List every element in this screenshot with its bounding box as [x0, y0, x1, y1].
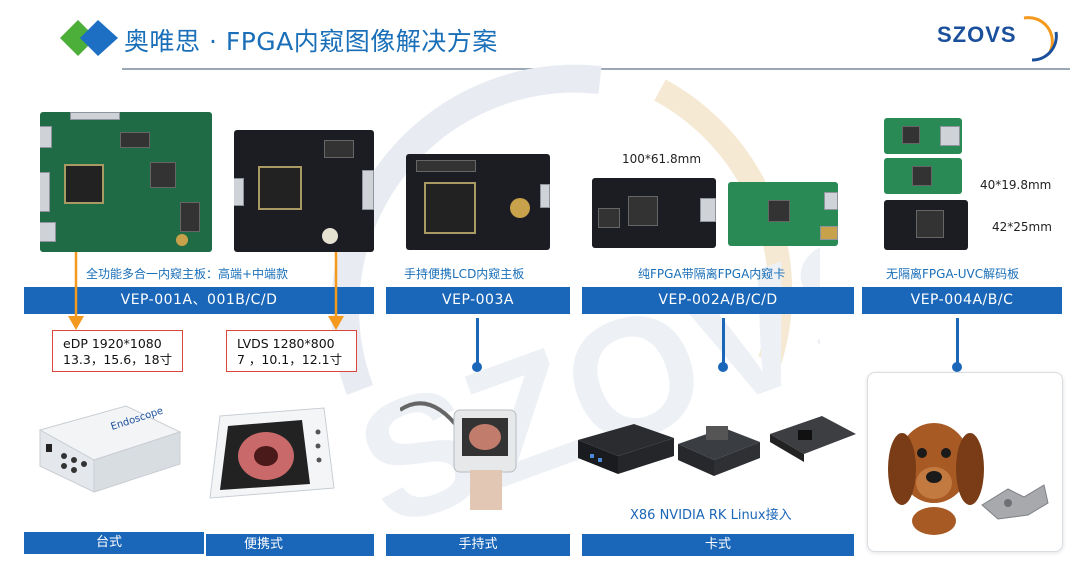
caption-vep004: 无隔离FPGA-UVC解码板 — [886, 267, 1020, 281]
connector-line — [722, 318, 725, 366]
caption-vep001: 全功能多合一内窥主板：高端+中端款 — [86, 267, 289, 281]
sample-image-frame — [867, 372, 1063, 552]
desktop-endoscope-image: Endoscope — [38, 405, 182, 493]
model-bar-vep001: VEP-001A、001B/C/D — [24, 287, 374, 314]
spec-lvds-sizes: 7 ，10.1，12.1寸 — [237, 352, 343, 367]
arrow-down-icon — [68, 252, 84, 330]
spec-box-edp: eDP 1920*1080 13.3，15.6，18寸 — [52, 330, 183, 372]
caption-vep003: 手持便携LCD内窥主板 — [404, 267, 525, 281]
page-title: 奥唯思 · FPGA内窥图像解决方案 — [124, 27, 498, 56]
spec-edp-sizes: 13.3，15.6，18寸 — [63, 352, 173, 367]
header-divider — [122, 68, 1070, 70]
connector-dot-icon — [952, 362, 962, 372]
board-vep001-compact — [234, 130, 374, 252]
model-bar-vep003: VEP-003A — [386, 287, 570, 314]
dimension-vep004-a: 40*19.8mm — [980, 178, 1052, 192]
platform-support-label: X86 NVIDIA RK Linux接入 — [630, 508, 792, 523]
logo-diamond-icon — [60, 20, 118, 56]
portable-endoscope-image — [209, 407, 335, 499]
sample-dog-image — [888, 423, 1049, 535]
caption-vep002: 纯FPGA带隔离FPGA内窥卡 — [638, 267, 786, 281]
model-bar-vep002: VEP-002A/B/C/D — [582, 287, 854, 314]
form-factor-handheld: 手持式 — [386, 534, 570, 556]
handheld-endoscope-image — [400, 401, 517, 510]
brand-name: SZOVS — [937, 22, 1017, 47]
spec-edp-resolution: eDP 1920*1080 — [63, 336, 162, 351]
dimension-vep002: 100*61.8mm — [622, 152, 702, 166]
model-bar-vep004: VEP-004A/B/C — [862, 287, 1062, 314]
board-vep004-a — [884, 118, 962, 154]
connector-line — [956, 318, 959, 366]
arrow-down-icon — [328, 252, 344, 330]
board-vep001-large — [40, 112, 212, 252]
form-factor-desktop: 台式 — [24, 532, 204, 554]
form-factor-portable: 便携式 — [206, 534, 374, 556]
board-vep002-a — [592, 178, 716, 248]
spec-lvds-resolution: LVDS 1280*800 — [237, 336, 335, 351]
board-vep003 — [406, 154, 550, 250]
szovs-logo-icon — [1023, 16, 1058, 62]
form-factor-card: 卡式 — [582, 534, 854, 556]
board-vep002-b — [728, 182, 838, 246]
board-vep004-c — [884, 200, 968, 250]
board-vep004-b — [884, 158, 962, 194]
dimension-vep004-b: 42*25mm — [992, 220, 1052, 234]
connector-dot-icon — [718, 362, 728, 372]
connector-dot-icon — [472, 362, 482, 372]
spec-box-lvds: LVDS 1280*800 7 ，10.1，12.1寸 — [226, 330, 357, 372]
compute-platforms-image — [578, 416, 856, 476]
connector-line — [476, 318, 479, 366]
